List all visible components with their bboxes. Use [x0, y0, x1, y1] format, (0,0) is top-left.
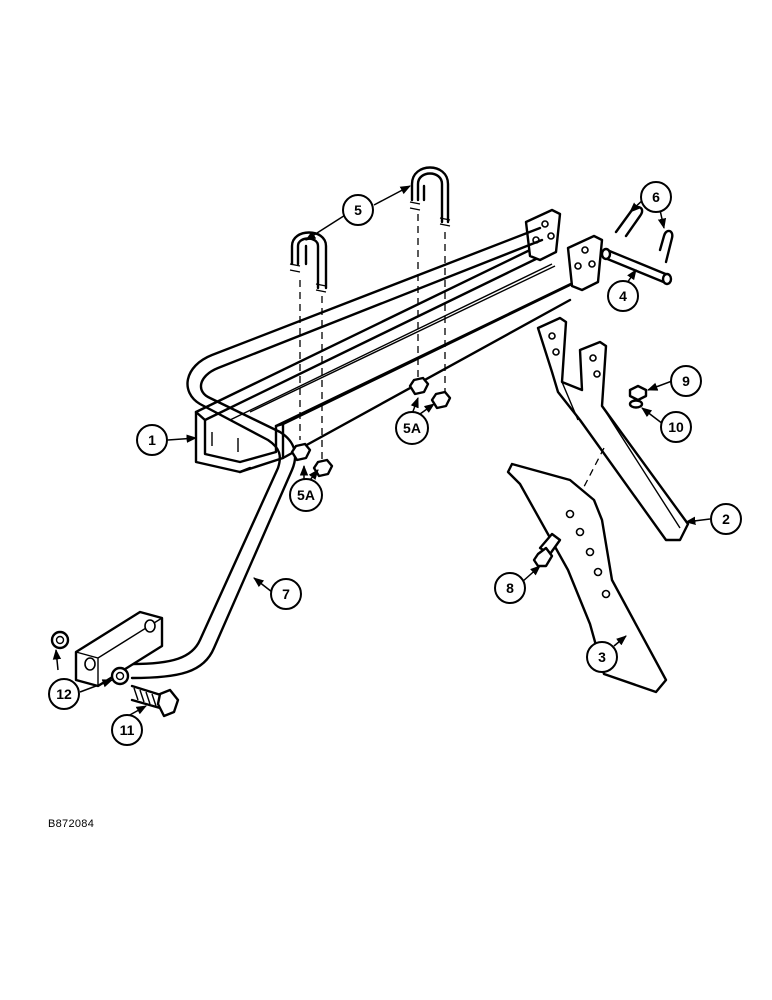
nut-and-washer — [628, 384, 648, 409]
callout-6: 6 — [640, 181, 672, 213]
channel-frame — [194, 208, 604, 474]
u-bolt-front — [289, 231, 328, 462]
leader-lines — [52, 185, 711, 717]
mount-block — [74, 610, 164, 688]
svg-text:9: 9 — [682, 373, 690, 389]
tube-handle — [130, 226, 544, 680]
callout-11: 11 — [111, 714, 143, 746]
callout-3: 3 — [586, 641, 618, 673]
svg-text:4: 4 — [619, 288, 627, 304]
callout-7: 7 — [270, 578, 302, 610]
hex-bolt — [130, 684, 180, 718]
callout-5a-right: 5A — [395, 411, 429, 445]
figure-id: B872084 — [48, 818, 95, 830]
svg-text:8: 8 — [506, 580, 514, 596]
svg-text:12: 12 — [56, 686, 72, 702]
svg-text:1: 1 — [148, 432, 156, 448]
svg-text:10: 10 — [668, 419, 684, 435]
svg-text:3: 3 — [598, 649, 606, 665]
u-bolt-rear — [409, 166, 451, 392]
svg-text:5: 5 — [354, 202, 362, 218]
svg-text:11: 11 — [120, 722, 135, 738]
callout-4: 4 — [607, 280, 639, 312]
callout-10: 10 — [660, 411, 692, 443]
svg-text:2: 2 — [722, 511, 730, 527]
sweep-blade — [506, 462, 668, 694]
callout-5: 5 — [342, 194, 374, 226]
svg-text:7: 7 — [282, 586, 290, 602]
svg-text:6: 6 — [652, 189, 660, 205]
lock-washers — [50, 630, 130, 686]
svg-text:5A: 5A — [297, 487, 315, 503]
callout-2: 2 — [710, 503, 742, 535]
hair-pin-clips — [614, 205, 674, 264]
callout-1: 1 — [136, 424, 168, 456]
callout-8: 8 — [494, 572, 526, 604]
shank — [536, 316, 690, 542]
pin — [600, 247, 673, 286]
plow-bolt — [532, 532, 562, 568]
callout-9: 9 — [670, 365, 702, 397]
callout-5a-left: 5A — [289, 478, 323, 512]
svg-text:5A: 5A — [403, 420, 421, 436]
callout-12: 12 — [48, 678, 80, 710]
